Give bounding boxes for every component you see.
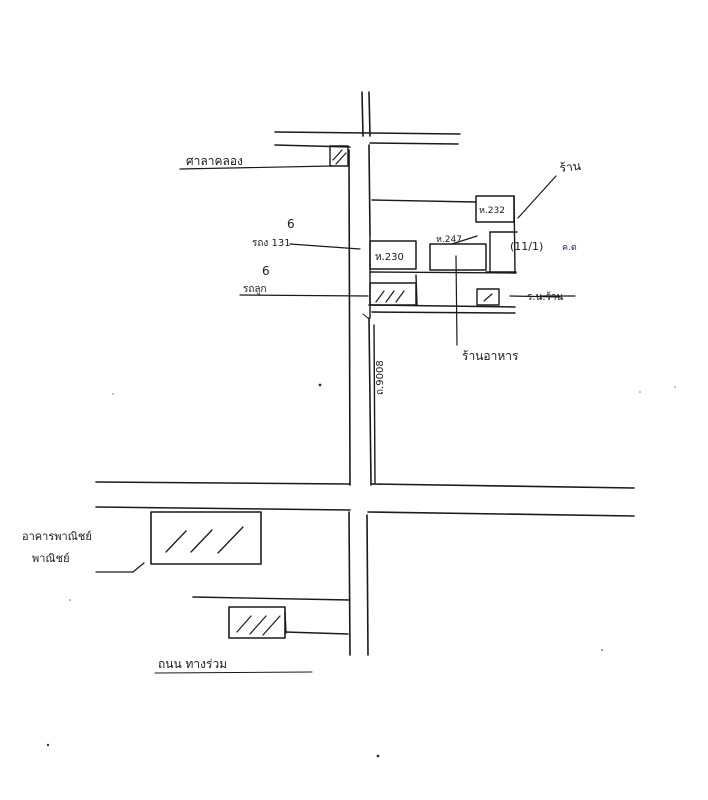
pointer-lines [95, 175, 576, 573]
road-line [95, 481, 351, 485]
speck [376, 754, 380, 758]
left-hatched-building [150, 511, 262, 565]
hatch [483, 293, 493, 302]
scan-specks [46, 383, 676, 758]
hatch [385, 290, 395, 303]
bottom-hatched-building [228, 606, 286, 639]
road-line [369, 142, 459, 145]
pointer-line [179, 165, 333, 170]
label-unit-suffix: ค.ต [562, 243, 577, 253]
label-upper-left: ศาลาคลอง [186, 154, 243, 168]
label-bottom-mid-shop: ร้านอาหาร [462, 349, 519, 363]
road-line [367, 511, 635, 517]
hatch [165, 530, 187, 553]
label-rongma-131: รถง 131 [252, 238, 291, 249]
pointer-line [517, 175, 557, 219]
label-house-247: ห.247 [436, 235, 462, 245]
hatch [332, 149, 343, 161]
speck [601, 649, 603, 651]
pointer-line [132, 562, 145, 573]
hatch [190, 529, 213, 553]
road-line [348, 511, 351, 656]
road-line [192, 596, 351, 601]
boundary-line [369, 271, 517, 274]
building [150, 511, 262, 565]
pointer-line [289, 243, 361, 250]
small-box [476, 288, 500, 306]
bottom-side-street [192, 596, 351, 635]
pointer-line [239, 294, 369, 297]
road-line [274, 131, 461, 135]
hatch [262, 615, 281, 636]
road-line [371, 483, 635, 489]
label-house-232: ห.232 [479, 206, 505, 216]
label-shop-top-right: ร้าน [559, 159, 582, 175]
hatch [395, 290, 405, 303]
label-mid-right: ร.น.ร้าน [527, 291, 564, 303]
hatch [335, 152, 347, 165]
boundary-line [513, 195, 516, 273]
building [329, 145, 349, 167]
road-line [368, 91, 371, 137]
road-line [366, 514, 369, 656]
road-line [348, 149, 351, 486]
boundary-line [415, 274, 418, 306]
hatch [249, 615, 267, 635]
upper-left-building [179, 145, 349, 170]
label-unit-11-1: (11/1) [510, 240, 543, 253]
label-left-6-b: 6 [262, 264, 270, 278]
label-house-230: ห.230 [375, 252, 404, 263]
road-line [284, 631, 349, 635]
hatch [375, 290, 385, 303]
boundary-line [371, 311, 516, 314]
road-line [368, 317, 372, 486]
label-left-b: รถลูก [243, 284, 267, 295]
label-left-6-a: 6 [287, 217, 295, 231]
boundary-line [368, 304, 516, 308]
label-road-num: ถ.9008 [375, 360, 386, 395]
road-line [95, 506, 351, 511]
hatch [217, 526, 244, 554]
speck [674, 386, 676, 388]
speck [318, 383, 322, 387]
speck [639, 391, 641, 393]
label-underline [154, 671, 313, 674]
main-road [348, 91, 376, 656]
labels: ศาลาคลอง ร้าน ห.232 ห.247 ห.230 (11/1) ค… [22, 154, 582, 674]
arrow-tick [362, 313, 370, 320]
house-247 [429, 243, 487, 271]
right-block-complex [368, 195, 518, 319]
boundary-line [371, 199, 477, 203]
road-line [361, 91, 364, 137]
road-line [368, 144, 371, 236]
pointer-line [455, 255, 458, 346]
label-left-bottom-sub: พาณิชย์ [32, 552, 70, 565]
hatch [236, 615, 252, 633]
label-left-bottom: อาคารพาณิชย์ [22, 530, 92, 543]
pointer-line [451, 235, 478, 245]
upper-cross-road [274, 131, 461, 148]
lower-cross-road [95, 481, 635, 517]
building [228, 606, 286, 639]
speck [46, 743, 50, 747]
pointer-line [509, 295, 561, 298]
speck [112, 393, 114, 395]
speck [69, 599, 71, 601]
label-bottom: ถนน ทางร่วม [158, 657, 227, 671]
road-line [373, 324, 376, 484]
